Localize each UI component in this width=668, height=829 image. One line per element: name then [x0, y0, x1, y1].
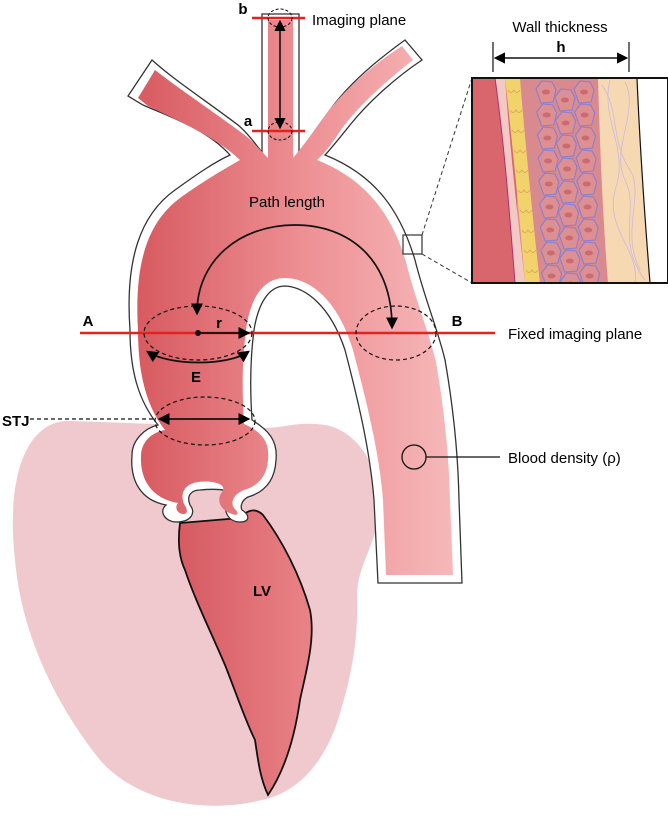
- point-a-label: A: [83, 313, 94, 330]
- wall-thickness-label: Wall thickness: [512, 19, 607, 36]
- cell-nucleus: [561, 97, 569, 103]
- cell-nucleus: [542, 89, 550, 95]
- cell-nucleus: [563, 189, 572, 195]
- intima-layer: [495, 78, 525, 283]
- cell-nucleus: [581, 135, 590, 141]
- cell-nucleus: [583, 204, 592, 210]
- cell-nucleus: [582, 158, 591, 164]
- fixed-imaging-plane: A B r E Fixed imaging plane: [80, 305, 642, 386]
- plane-a-ellipse: [267, 121, 293, 141]
- stj: STJ: [2, 396, 256, 446]
- aorta-lumen: [137, 20, 454, 575]
- left-ventricle: [177, 509, 313, 797]
- cell-nucleus: [542, 112, 551, 118]
- adventitia-layer: [598, 78, 650, 283]
- wall-sample-box: [402, 234, 423, 255]
- cell-nucleus: [544, 158, 553, 164]
- descending-cross-section: [355, 305, 437, 361]
- cell-nucleus: [584, 227, 593, 233]
- cell-nucleus: [545, 204, 554, 210]
- plane-a-label: a: [244, 113, 253, 130]
- blood-density-label: Blood density (ρ): [508, 450, 621, 467]
- cell-nucleus: [564, 212, 573, 218]
- e-label: E: [191, 369, 201, 386]
- plane-b-label: b: [238, 1, 247, 18]
- elastic-layer: [505, 78, 540, 283]
- cell-nucleus: [565, 235, 574, 241]
- h-label: h: [556, 39, 565, 56]
- cell-nucleus: [582, 181, 591, 187]
- cell-nucleus: [546, 227, 555, 233]
- r-label: r: [216, 315, 222, 332]
- carotid-imaging: b a Imaging plane: [238, 1, 406, 141]
- smooth-muscle-cells: [535, 80, 601, 283]
- cell-nucleus: [585, 273, 594, 279]
- path-length-arrow: [191, 224, 398, 330]
- lv-label: LV: [253, 583, 271, 600]
- inset-leader-bottom: [421, 253, 473, 284]
- imaging-plane-label: Imaging plane: [312, 12, 406, 29]
- inset-leader-top: [421, 77, 473, 236]
- point-b-label: B: [452, 313, 463, 330]
- aorta: [127, 13, 463, 584]
- cell-nucleus: [580, 89, 588, 95]
- path-length: Path length: [191, 194, 398, 330]
- stj-label: STJ: [2, 413, 30, 430]
- cell-nucleus: [546, 250, 555, 256]
- cell-nucleus: [565, 258, 574, 264]
- stj-cross-section: [154, 396, 256, 446]
- inset-frame: [471, 77, 668, 284]
- cell-nucleus: [563, 166, 572, 172]
- cell-nucleus: [561, 120, 570, 126]
- cell-nucleus: [584, 250, 593, 256]
- fixed-imaging-plane-label: Fixed imaging plane: [508, 326, 642, 343]
- cell-nucleus: [543, 135, 552, 141]
- e-arrow: [145, 350, 250, 364]
- cell-nucleus: [562, 143, 571, 149]
- wall-thickness-inset: Wall thickness h: [471, 19, 668, 284]
- blood-density: Blood density (ρ): [401, 444, 621, 470]
- cell-nucleus: [547, 273, 556, 279]
- cell-nucleus: [544, 181, 553, 187]
- cell-nucleus: [580, 112, 589, 118]
- path-length-label: Path length: [249, 194, 325, 211]
